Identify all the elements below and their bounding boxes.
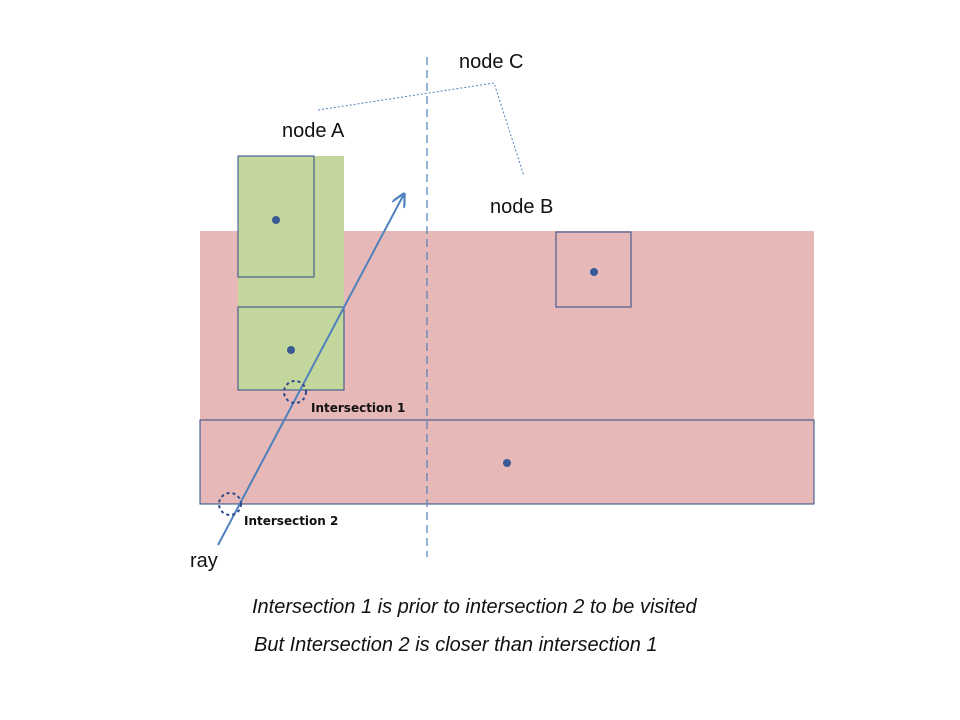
leaf-box-small-right [555, 231, 632, 308]
node-a-label: node A [282, 120, 345, 142]
primitive-dot [590, 268, 598, 276]
primitive-dot [272, 216, 280, 224]
intersection-1-label: Intersection 1 [311, 401, 405, 415]
intersection-2-marker [218, 492, 242, 516]
intersection-2-label: Intersection 2 [244, 514, 338, 528]
leaf-box-top-left [237, 155, 315, 278]
ray-label: ray [190, 550, 218, 572]
intersection-1-marker [283, 380, 307, 404]
caption-line-2: But Intersection 2 is closer than inters… [254, 634, 658, 656]
node-b-label: node B [490, 196, 553, 218]
node-a-region [238, 156, 344, 390]
primitive-dot [503, 459, 511, 467]
tree-branch-lines [317, 82, 525, 177]
leaf-box-mid-left [237, 306, 345, 391]
caption-line-1: Intersection 1 is prior to intersection … [252, 596, 698, 618]
node-c-label: node C [459, 51, 524, 73]
primitive-dot [287, 346, 295, 354]
ray-arrow [217, 194, 404, 546]
leaf-box-wide-bottom [199, 419, 815, 505]
